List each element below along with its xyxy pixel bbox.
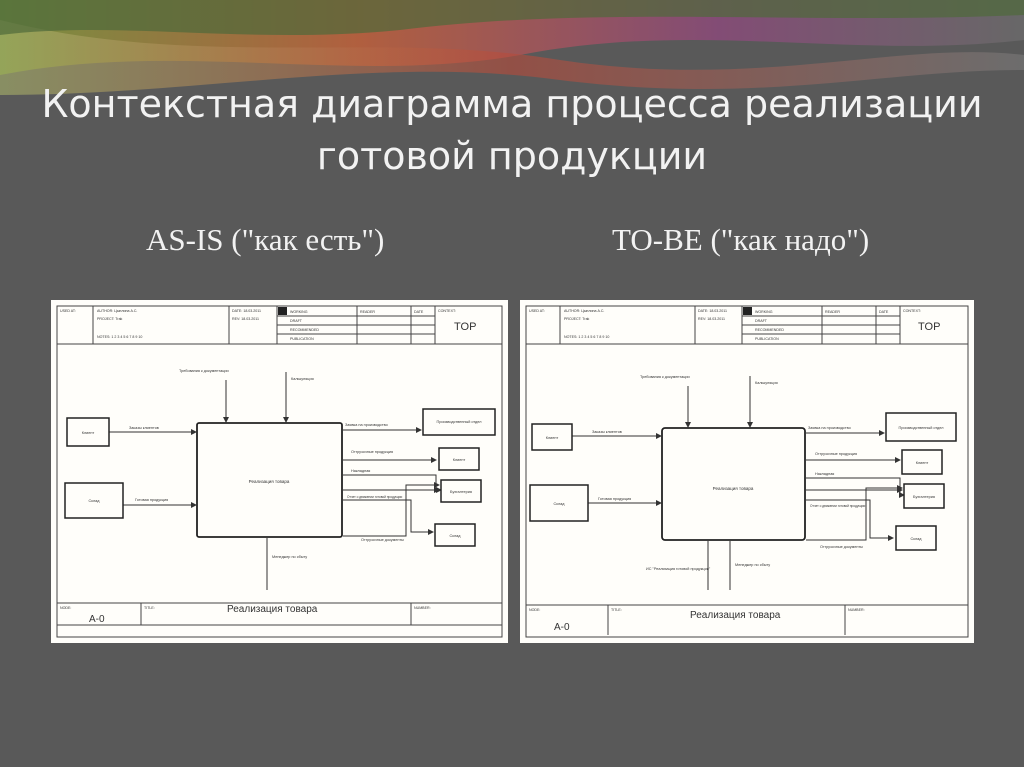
to-be-control-1: Требования к документации: [640, 375, 690, 379]
as-is-notes: NOTES: 1 2 3 4 5 6 7 8 9 10: [97, 335, 142, 339]
as-is-working: WORKING: [290, 310, 308, 314]
as-is-output-2: Отгрузочные продукция: [351, 450, 393, 454]
to-be-reader: READER: [825, 310, 840, 314]
to-be-mechanism-1: ИС "Реализация готовой продукции": [646, 567, 711, 571]
as-is-input-1: Заказы клиентов: [129, 426, 159, 430]
to-be-context: TOP: [918, 321, 940, 333]
to-be-publication: PUBLICATION: [755, 337, 779, 341]
to-be-input-1: Заказы клиентов: [592, 430, 622, 434]
as-is-source-client-label: Клиент: [82, 431, 95, 435]
to-be-project: PROJECT: Trak: [564, 317, 590, 321]
as-is-target-client: [438, 447, 480, 471]
to-be-output-4: Отчет о движении готовой продукции: [810, 504, 865, 508]
as-is-used-at: USED AT:: [60, 309, 76, 313]
as-is-source-warehouse-label: Склад: [89, 499, 101, 503]
as-is-context: TOP: [454, 321, 476, 333]
to-be-date: DATE: 18.03.2011: [698, 309, 727, 313]
to-be-mechanism-2: Менеджер по сбыту: [735, 563, 770, 567]
to-be-node: A-0: [554, 622, 570, 633]
as-is-activity-box: [196, 422, 343, 538]
to-be-author: AUTHOR: Цыплина А.С.: [564, 309, 604, 313]
to-be-source-warehouse-label: Склад: [554, 502, 566, 506]
to-be-working: WORKING: [755, 310, 773, 314]
to-be-input-2: Готовая продукция: [598, 497, 631, 501]
as-is-reader: READER: [360, 310, 375, 314]
subtitle-to-be: TO-BE ("как надо"): [612, 222, 870, 257]
to-be-source-client: [531, 423, 573, 451]
as-is-target-client-label: Клиент: [453, 458, 466, 462]
as-is-bottom-title: Реализация товара: [227, 604, 318, 615]
to-be-target-client: [901, 449, 943, 475]
as-is-source-warehouse: [64, 482, 124, 519]
to-be-draft: DRAFT: [755, 319, 768, 323]
as-is-output-3: Накладная: [351, 469, 370, 473]
to-be-source-client-label: Клиент: [546, 436, 559, 440]
as-is-source-client: [66, 417, 110, 447]
to-be-title-label: TITLE:: [611, 608, 622, 612]
to-be-context-label: CONTEXT:: [903, 309, 921, 313]
as-is-date: DATE: 18.03.2011: [232, 309, 261, 313]
as-is-output-4: Отчет о движении готовой продукции: [347, 495, 402, 499]
as-is-control-2: Калькуляция: [291, 377, 314, 381]
as-is-rev: REV: 18.03.2011: [232, 317, 259, 321]
as-is-project: PROJECT: Trak: [97, 317, 123, 321]
slide-title-line2: готовой продукции: [316, 134, 708, 178]
to-be-target-accounting: [903, 483, 945, 509]
to-be-node-label: NODE:: [529, 608, 540, 612]
to-be-reader-date: DATE: [879, 310, 889, 314]
as-is-diagram: USED AT: AUTHOR: Цыплина А.С. PROJECT: T…: [51, 300, 508, 643]
to-be-activity-box: [661, 427, 806, 541]
to-be-output-3: Накладная: [815, 472, 834, 476]
as-is-node: A-0: [89, 614, 105, 625]
subtitle-as-is: AS-IS ("как есть"): [146, 222, 385, 257]
as-is-target-production-label: Производственный отдел: [437, 420, 482, 424]
as-is-draft: DRAFT: [290, 319, 303, 323]
to-be-target-production-label: Производственный отдел: [899, 426, 944, 430]
to-be-activity-label: Реализация товара: [713, 486, 754, 491]
to-be-rev: REV: 18.03.2011: [698, 317, 725, 321]
as-is-activity-label: Реализация товара: [249, 479, 290, 484]
as-is-recommended: RECOMMENDED: [290, 328, 319, 332]
as-is-target-warehouse: [434, 523, 476, 547]
as-is-title-label: TITLE:: [144, 606, 155, 610]
to-be-target-accounting-label: Бухгалтерия: [913, 495, 935, 499]
as-is-context-label: CONTEXT:: [438, 309, 456, 313]
as-is-output-5: Отгрузочные документы: [361, 538, 404, 542]
as-is-target-accounting: [440, 479, 482, 503]
to-be-control-2: Калькуляция: [755, 381, 778, 385]
as-is-input-2: Готовая продукция: [135, 498, 168, 502]
to-be-notes: NOTES: 1 2 3 4 5 6 7 8 9 10: [564, 335, 609, 339]
as-is-reader-date: DATE: [414, 310, 424, 314]
as-is-publication: PUBLICATION: [290, 337, 314, 341]
as-is-target-warehouse-label: Склад: [450, 534, 462, 538]
to-be-target-warehouse-label: Склад: [911, 537, 923, 541]
as-is-number-label: NUMBER:: [414, 606, 431, 610]
to-be-diagram-svg: USED AT: AUTHOR: Цыплина А.С. PROJECT: T…: [525, 305, 969, 638]
to-be-output-2: Отгрузочные продукция: [815, 452, 857, 456]
to-be-target-warehouse: [895, 525, 937, 551]
slide-title: Контекстная диаграмма процесса реализаци…: [40, 78, 984, 182]
to-be-bottom-title: Реализация товара: [690, 610, 781, 621]
as-is-target-accounting-label: Бухгалтерия: [450, 490, 472, 494]
slide-title-line1: Контекстная диаграмма процесса реализаци…: [41, 82, 983, 126]
to-be-used-at: USED AT:: [529, 309, 545, 313]
to-be-recommended: RECOMMENDED: [755, 328, 784, 332]
as-is-author: AUTHOR: Цыплина А.С.: [97, 309, 137, 313]
as-is-target-production: [422, 408, 496, 436]
to-be-output-1: Заявка на производство: [808, 426, 851, 430]
to-be-diagram: USED AT: AUTHOR: Цыплина А.С. PROJECT: T…: [520, 300, 974, 643]
to-be-target-production: [885, 412, 957, 442]
as-is-node-label: NODE:: [60, 606, 71, 610]
as-is-diagram-svg: USED AT: AUTHOR: Цыплина А.С. PROJECT: T…: [56, 305, 503, 638]
as-is-mechanism-1: Менеджер по сбыту: [272, 555, 307, 559]
to-be-target-client-label: Клиент: [916, 461, 929, 465]
as-is-control-1: Требования к документации: [179, 369, 229, 373]
to-be-source-warehouse: [529, 484, 589, 522]
as-is-output-1: Заявка на производство: [345, 423, 388, 427]
to-be-number-label: NUMBER:: [848, 608, 865, 612]
to-be-output-5: Отгрузочные документы: [820, 545, 863, 549]
